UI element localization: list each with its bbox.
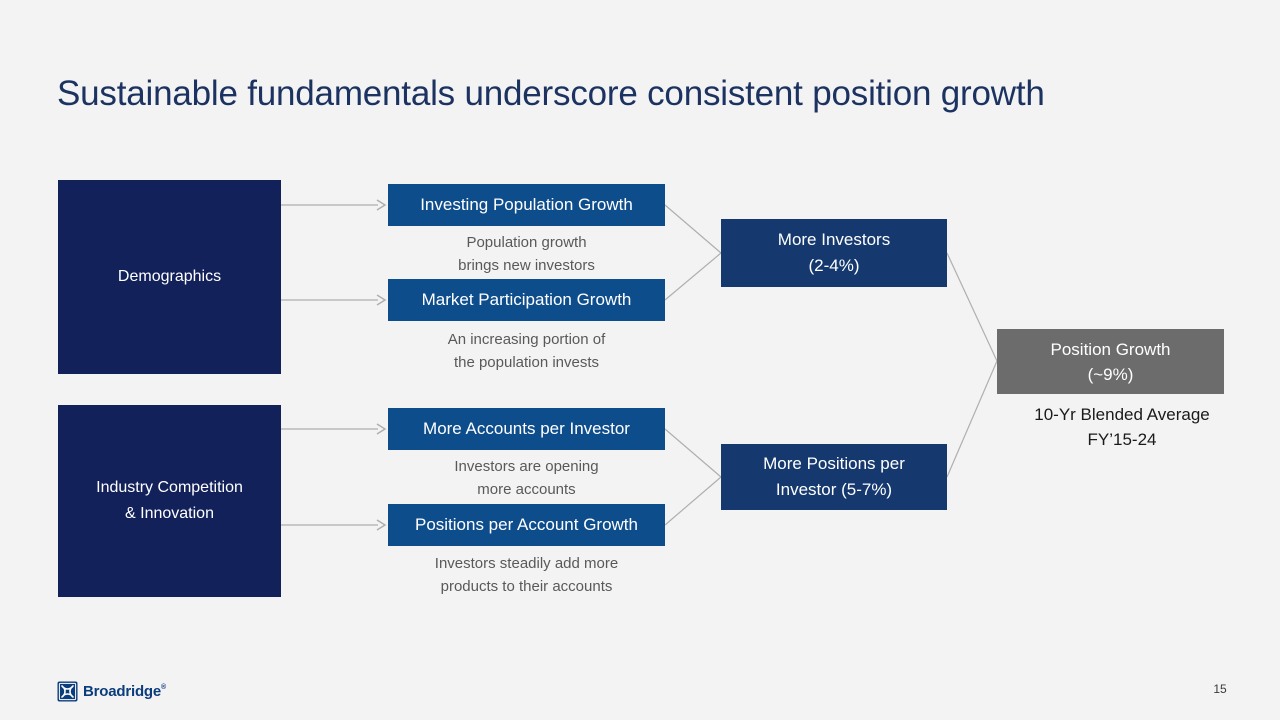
caption-line: Population growth <box>466 234 587 251</box>
factor-label: Investing Population Growth <box>420 195 633 214</box>
slide-title: Sustainable fundamentals underscore cons… <box>57 74 1045 114</box>
logo-text: Broadridge <box>83 682 162 700</box>
driver-box-industry-competition: Industry Competition & Innovation <box>58 405 281 597</box>
caption-line: brings new investors <box>458 257 595 274</box>
caption-line: the population invests <box>453 354 600 371</box>
factor-caption-investing-population: Population growth brings new investors <box>388 231 665 277</box>
outcome-label-line: More Positions per <box>763 454 905 473</box>
caption-line: more accounts <box>477 481 576 498</box>
result-label-line: (~9%) <box>1087 364 1134 384</box>
connector-line <box>664 204 722 254</box>
arrow-head-icon <box>376 294 387 306</box>
caption-line: products to their accounts <box>440 578 613 595</box>
caption-line: An increasing portion of <box>447 331 606 348</box>
registered-mark: ® <box>161 683 166 691</box>
factor-label: Market Participation Growth <box>421 290 632 309</box>
driver-label: Demographics <box>117 268 222 285</box>
caption-line: Investors steadily add more <box>434 555 619 572</box>
broadridge-logo-icon <box>57 681 78 701</box>
connector-line <box>664 252 722 301</box>
arrow-head-icon <box>376 423 387 435</box>
factor-box-more-accounts-per-investor: More Accounts per Investor <box>388 408 665 450</box>
outcome-label-line: More Investors <box>777 230 891 249</box>
connector-line <box>946 360 998 478</box>
connector-line <box>664 428 722 478</box>
factor-caption-market-participation: An increasing portion of the population … <box>388 328 665 374</box>
outcome-label-line: Investor (5-7%) <box>775 480 893 499</box>
page-number: 15 <box>1213 682 1227 696</box>
arrow-head-icon <box>376 199 387 211</box>
factor-caption-positions-per-account: Investors steadily add more products to … <box>388 552 665 598</box>
driver-label-line: & Innovation <box>125 505 214 522</box>
connector-line <box>664 476 722 526</box>
outcome-box-more-positions-per-investor: More Positions per Investor (5-7%) <box>721 444 947 510</box>
outcome-box-more-investors: More Investors (2-4%) <box>721 219 947 287</box>
connector-lines <box>281 204 998 526</box>
factor-box-positions-per-account-growth: Positions per Account Growth <box>388 504 665 546</box>
broadridge-logo: Broadridge ® <box>57 679 166 703</box>
result-caption-line: FY’15-24 <box>1087 430 1157 449</box>
factor-box-investing-population-growth: Investing Population Growth <box>388 184 665 226</box>
result-caption: 10-Yr Blended Average FY’15-24 <box>972 402 1272 452</box>
factor-label: Positions per Account Growth <box>414 515 638 534</box>
caption-line: Investors are opening <box>454 458 599 475</box>
connector-line <box>946 252 998 362</box>
result-label-line: Position Growth <box>1050 339 1171 359</box>
arrow-heads <box>376 199 387 531</box>
outcome-label-line: (2-4%) <box>808 256 860 275</box>
arrow-head-icon <box>376 519 387 531</box>
driver-label-line: Industry Competition <box>96 479 243 496</box>
factor-caption-more-accounts: Investors are opening more accounts <box>388 455 665 501</box>
result-box-position-growth: Position Growth (~9%) <box>997 329 1224 394</box>
result-caption-line: 10-Yr Blended Average <box>1034 405 1210 424</box>
factor-box-market-participation-growth: Market Participation Growth <box>388 279 665 321</box>
factor-label: More Accounts per Investor <box>423 419 630 438</box>
broadridge-wordmark: Broadridge ® <box>83 683 166 700</box>
driver-box-demographics: Demographics <box>58 180 281 374</box>
